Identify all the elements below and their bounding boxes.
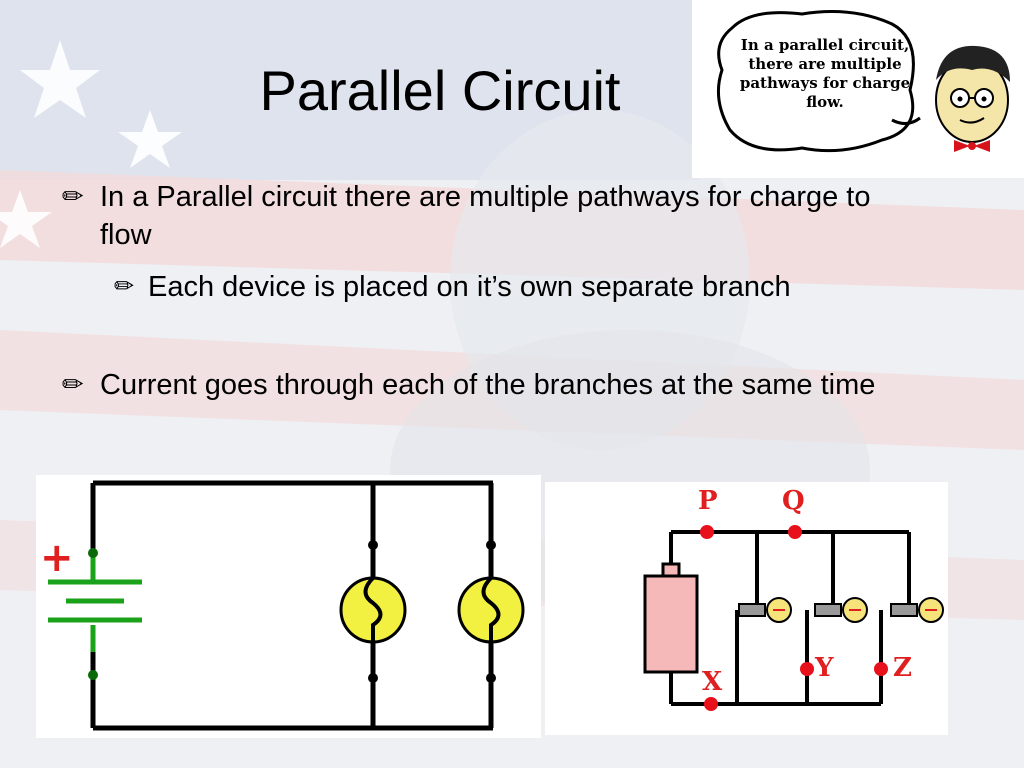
- bulb-c: [890, 597, 944, 623]
- battery-cell: [643, 562, 699, 674]
- label-y: Y: [815, 653, 834, 683]
- circuit-left-svg: +: [40, 480, 525, 731]
- bullet-1: In a Parallel circuit there are multiple…: [100, 181, 871, 251]
- label-z: Z: [893, 653, 912, 683]
- speech-bubble-text: In a parallel circuit, there are multipl…: [739, 36, 911, 111]
- label-q: Q: [782, 486, 805, 516]
- circuit-right-svg: [643, 525, 944, 711]
- node-z: [874, 662, 888, 676]
- bullet-3: Current goes through each of the branche…: [100, 369, 876, 401]
- slide-title: Parallel Circuit: [259, 59, 621, 122]
- battery: +: [40, 535, 142, 680]
- bulb-2: [457, 540, 525, 683]
- bulb-b: [814, 597, 868, 623]
- node-x: [704, 697, 718, 711]
- cartoon-panel: [692, 0, 1024, 178]
- battery-plus-sign: +: [40, 535, 74, 581]
- node-p: [700, 525, 714, 539]
- bullet-2: Each device is placed on it’s own separa…: [148, 271, 791, 303]
- parallel-circuit-diagram: +: [36, 475, 541, 738]
- node-y: [800, 662, 814, 676]
- node-q: [788, 525, 802, 539]
- cartoon-character: [935, 45, 1010, 152]
- circuit-nodes: [700, 525, 888, 711]
- parallel-circuit-nodes-diagram: [545, 482, 948, 735]
- pencil-icon: ✏: [62, 182, 84, 212]
- circuit-wires: [90, 480, 494, 731]
- label-x: X: [702, 667, 723, 697]
- pencil-icon: ✏: [114, 272, 135, 300]
- bulb-1: [339, 540, 407, 683]
- label-p: P: [698, 486, 718, 516]
- pencil-icon: ✏: [62, 370, 84, 400]
- bulb-a: [738, 597, 792, 623]
- cartoon-professor: [716, 10, 1010, 153]
